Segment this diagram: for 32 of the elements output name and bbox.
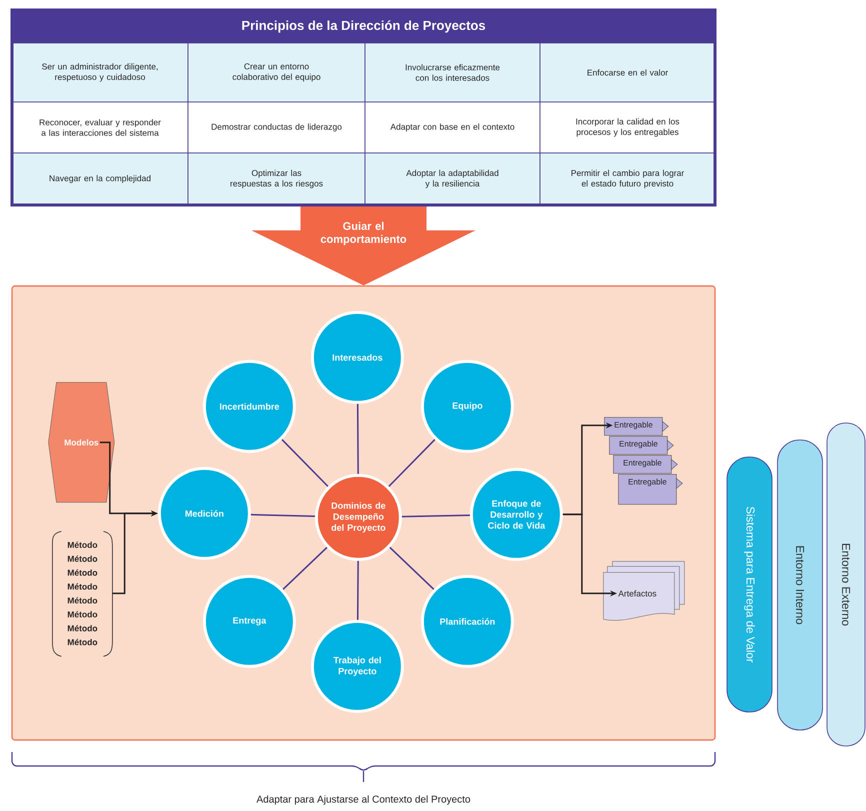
table-cell: Reconocer, evaluar y responder a las interacciones del sistema <box>12 102 188 154</box>
brace-caption: Adaptar para Ajustarse al Contexto del Proyecto <box>256 795 470 805</box>
method-list: Método Método Método Método Método Método Método Método <box>52 531 113 657</box>
table-cell: Permitir el cambio para lograr el estado futuro previsto <box>540 152 716 206</box>
connector-line <box>402 514 470 518</box>
deliverable-card: Entregable <box>609 436 674 455</box>
table-cell: Ser un administrador diligente, respetuoso y cuidadoso <box>12 42 188 102</box>
artifact-documents: Artefactos <box>603 561 685 621</box>
model-hexagon: Modelos <box>48 382 115 503</box>
connector-line <box>356 560 359 620</box>
deliverable-card: Entregable <box>613 455 678 474</box>
table-cell: Crear un entorno colaborativo del equipo <box>188 42 366 102</box>
table-cell: Enfocarse en el valor <box>540 42 716 102</box>
deliverable-card: Entregable <box>604 417 669 436</box>
connector-line <box>389 546 434 590</box>
environment-band: Entorno Interno <box>777 440 823 730</box>
environment-band: Entorno Externo <box>826 422 866 746</box>
edge-label: Guiar el comportamiento <box>310 220 417 246</box>
table-cell: Optimizar las respuestas a los riesgos <box>188 152 366 206</box>
connector-line <box>388 439 436 487</box>
table-cell: Demostrar conductas de liderazgo <box>188 102 366 154</box>
connector-line <box>281 439 328 487</box>
connector-line <box>250 514 315 518</box>
table-cell: Navegar en la complejidad <box>12 152 188 206</box>
deliverable-card: Entregable <box>618 474 683 505</box>
connector-line <box>356 404 359 474</box>
table-cell: Adaptar con base en el contexto <box>364 102 540 154</box>
environment-band: Sistema para Entrega de Valor <box>726 456 772 712</box>
table-cell: Involucrarse eficazmente con los interesados <box>364 42 540 102</box>
connector-line <box>282 546 328 590</box>
table-cell: Adoptar la adaptabilidad y la resiliencia <box>364 152 540 206</box>
table-cell: Incorporar la calidad en los procesos y los entregables <box>540 102 716 154</box>
